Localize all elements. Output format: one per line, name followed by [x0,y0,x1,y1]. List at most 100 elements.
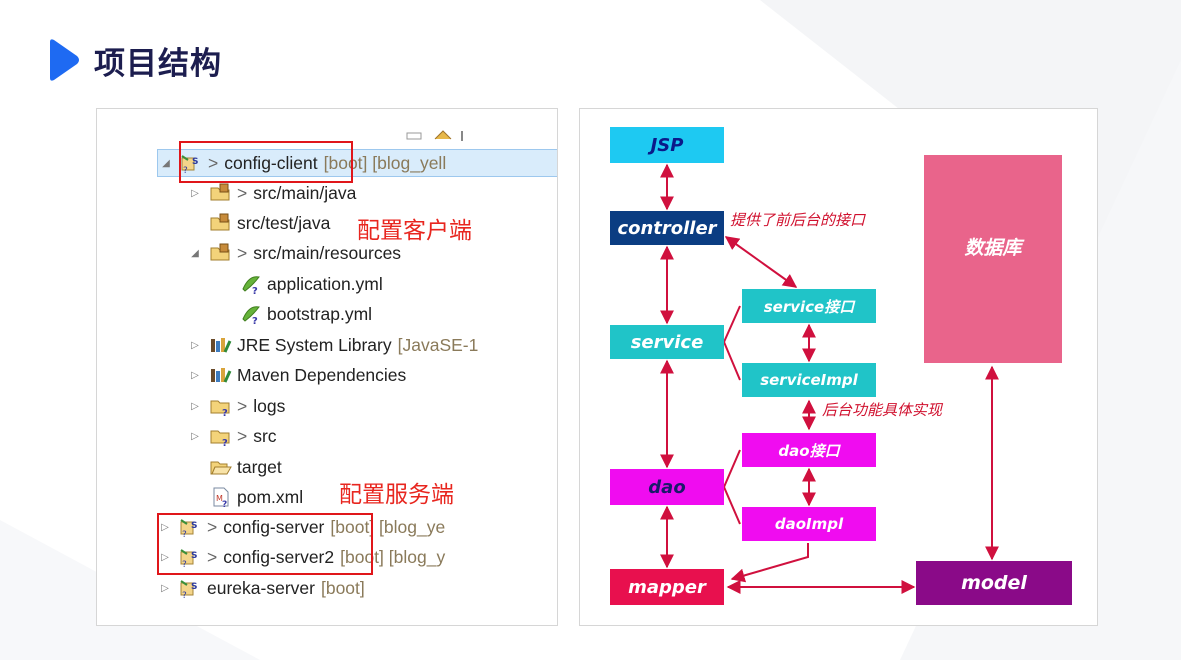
note-backend: 后台功能具体实现 [822,401,943,419]
expand-toggle-icon[interactable]: ▷ [191,369,199,381]
git-changed-marker: > [208,152,219,173]
box-service-interface: service接口 [742,289,876,323]
box-dao: dao [610,469,724,505]
git-changed-marker: > [237,182,248,203]
box-dao-impl: daoImpl [742,507,876,541]
folder-icon: ? [209,395,233,417]
git-changed-marker: > [237,395,248,416]
tree-item-label: logs [253,395,286,416]
git-changed-marker: > [237,425,248,446]
expand-toggle-icon[interactable]: ▷ [191,430,199,442]
arrow-dao-impl-mapper [730,543,809,583]
yml-file-icon: ? [239,273,263,295]
tree-item-application-yml[interactable]: ? application.yml [217,271,383,297]
tree-item-logs[interactable]: ▷? >logs [187,393,285,419]
expand-toggle-icon[interactable]: ▷ [161,582,169,594]
svg-text:?: ? [182,560,187,568]
open-folder-icon [209,456,233,478]
highlight-box-servers [157,513,373,575]
tree-item-eureka-server[interactable]: ▷S?eureka-server[boot] [157,575,365,601]
box-mapper: mapper [610,569,724,605]
git-changed-marker: > [207,546,218,567]
package-folder-icon [209,242,233,264]
expand-toggle-icon[interactable]: ▷ [191,400,199,412]
tree-item-label: bootstrap.yml [267,303,373,324]
arrow-controller-service-interface [724,236,798,288]
tree-item-src-main-resources[interactable]: ◢ >src/main/resources [187,240,401,266]
svg-text:S: S [191,551,197,561]
tree-item-label: Maven Dependencies [237,364,407,385]
tree-item-bootstrap-yml[interactable]: ?bootstrap.yml [217,301,372,327]
xml-file-icon: M? [209,486,233,508]
architecture-diagram: JSP controller service dao mapper servic… [579,108,1098,626]
package-folder-icon [209,182,233,204]
tree-item-label: target [237,456,282,477]
title-bar: 项目结构 [46,38,222,82]
svg-text:?: ? [252,286,258,295]
maven-project-icon: S? [179,577,203,599]
tree-item-label: JRE System Library [237,334,392,355]
box-database: 数据库 [924,155,1062,363]
tree-item-label: src/main/java [253,182,357,203]
expand-toggle-icon[interactable]: ▷ [191,187,199,199]
page-title: 项目结构 [94,45,222,82]
tree-item-src-main-java[interactable]: ▷ >src/main/java [187,180,356,206]
box-service-impl: serviceImpl [742,363,876,397]
tree-item-src-test-java[interactable]: src/test/java [187,210,330,236]
tree-item-config-server2[interactable]: ▷ S? >config-server2[boot] [blog_y [157,544,445,570]
tree-item-label: config-server2 [223,546,335,567]
link-dao-branch [722,449,741,525]
tree-item-src[interactable]: ▷? >src [187,423,277,449]
tree-item-target[interactable]: target [187,454,282,480]
tree-item-config-server[interactable]: ▷S?>config-server[boot] [blog_ye [157,514,445,540]
tree-item-decoration: [boot] [320,577,365,598]
tree-item-decoration: [boot] [blog_yell [323,152,447,173]
tree-item-pom-xml[interactable]: M?pom.xml [187,484,303,510]
note-config-server: 配置服务端 [339,482,454,508]
tree-item-label: config-client [224,152,318,173]
svg-text:?: ? [182,591,187,599]
expand-toggle-icon[interactable]: ◢ [162,157,170,169]
svg-text:?: ? [182,530,187,538]
tree-item-decoration: [boot] [blog_ye [330,516,446,537]
package-folder-icon [209,212,233,234]
box-controller: controller [610,211,724,245]
maven-project-icon: S? [180,152,204,174]
expand-toggle-icon[interactable]: ▷ [161,521,169,533]
tree-item-config-client[interactable]: ◢ S?>config-client[boot] [blog_yell [157,149,557,177]
tree-item-label: src/test/java [237,212,331,233]
maven-project-icon: S? [179,516,203,538]
play-triangle-icon [50,39,79,81]
tree-item-label: config-server [223,516,325,537]
tree-item-decoration: [boot] [blog_y [340,546,446,567]
svg-text:?: ? [222,438,228,447]
note-controller: 提供了前后台的接口 [730,211,866,229]
box-service: service [610,325,724,359]
tree-item-label: eureka-server [207,577,315,598]
expand-toggle-icon[interactable]: ▷ [191,339,199,351]
highlight-box-client [179,141,353,183]
git-changed-marker: > [237,242,248,263]
tree-item-label: src [253,425,277,446]
note-config-client: 配置客户端 [357,218,472,244]
tree-item-label: src/main/resources [253,242,402,263]
git-changed-marker: > [207,516,218,537]
library-icon [209,334,233,356]
library-icon [209,364,233,386]
svg-text:?: ? [222,408,228,417]
tree-item-maven-dependencies[interactable]: ▷ Maven Dependencies [187,362,406,388]
diagram-arrows [660,163,999,594]
link-service-branch [722,305,741,381]
expand-toggle-icon[interactable]: ◢ [191,247,199,259]
svg-text:S: S [191,582,197,592]
tree-item-decoration: [JavaSE-1 [397,334,479,355]
svg-text:S: S [191,521,197,531]
tree-item-label: application.yml [267,273,383,294]
project-explorer: ◢S?>config-client[boot] [blog_yell▷>src/… [96,108,558,626]
svg-text:?: ? [222,500,227,508]
box-dao-interface: dao接口 [742,433,876,467]
toolbar-icons-partial [406,130,463,141]
expand-toggle-icon[interactable]: ▷ [161,551,169,563]
box-jsp: JSP [610,127,724,163]
tree-item-jre-system-library[interactable]: ▷ JRE System Library[JavaSE-1 [187,332,478,358]
